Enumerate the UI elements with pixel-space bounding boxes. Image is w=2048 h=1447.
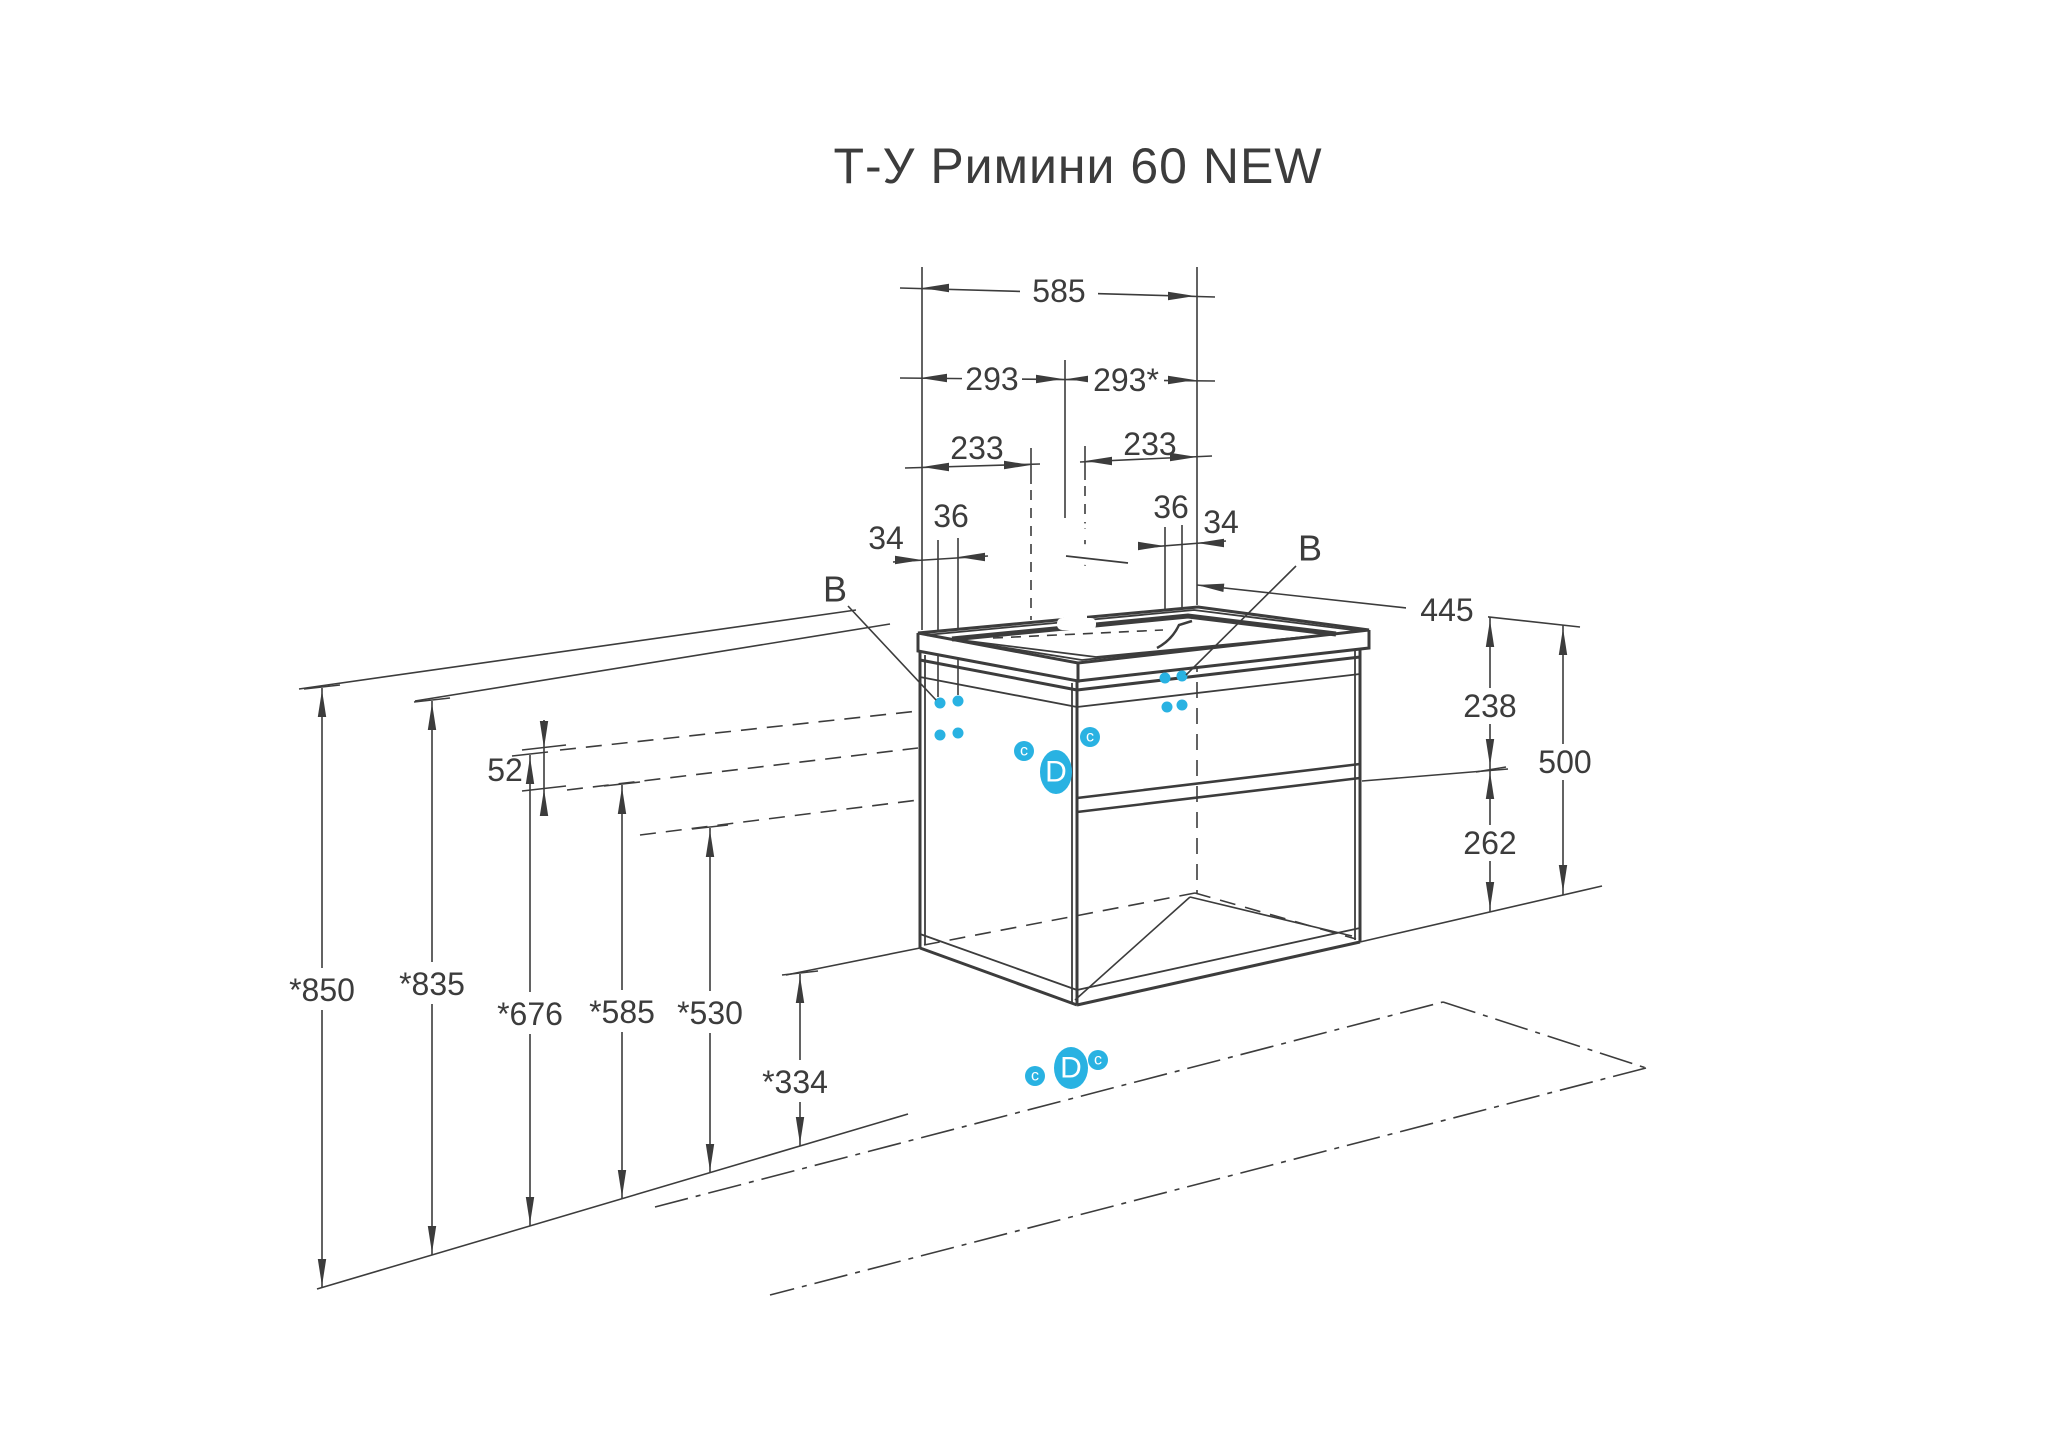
- dim-left-half: 293: [965, 361, 1018, 397]
- dim-right-to-center: 233: [1123, 426, 1176, 462]
- callout-leaders: [847, 565, 1297, 701]
- dim-bottom-drawer: 262: [1463, 825, 1516, 861]
- fastener-large-icon: D: [1045, 756, 1067, 789]
- fastener-small-icon: c: [1086, 729, 1094, 746]
- fastener-small-icon: c: [1031, 1068, 1039, 1085]
- wall-reference-lines: [298, 609, 891, 702]
- faucet-icon: [1057, 522, 1137, 630]
- dim-right-half: 293*: [1093, 362, 1159, 398]
- floor-line: [316, 1113, 909, 1290]
- dim-upper-holes-height: *676: [497, 996, 563, 1032]
- floor-projection-outline: [654, 1001, 1647, 1296]
- basin-back-rim: [951, 613, 1337, 642]
- fastener-small-icon: c: [1094, 1052, 1102, 1069]
- washbasin: [916, 605, 1371, 683]
- connection-symbols-floor: c D c: [1025, 1047, 1108, 1089]
- mounting-hole-dots: [934, 670, 1188, 741]
- dim-countertop-height: *850: [289, 972, 355, 1008]
- connection-symbols-cabinet: c D c: [1014, 727, 1100, 794]
- dim-total-height: 500: [1538, 744, 1591, 780]
- cabinet-bottom-extension: [785, 947, 921, 976]
- cabinet-outline: [918, 630, 1362, 1007]
- fastener-large-icon: D: [1060, 1052, 1082, 1085]
- dim-edge-offset-left: 34: [868, 520, 904, 556]
- dim-hole-pitch-left: 36: [933, 498, 969, 534]
- basin-overflow: [1156, 619, 1193, 650]
- dim-edge-offset-right: 34: [1203, 504, 1239, 540]
- dim-left-to-center: 233: [950, 430, 1003, 466]
- dim-divider-height: *530: [677, 995, 743, 1031]
- page-title: Т-У Римини 60 NEW: [833, 138, 1322, 194]
- text-masks: [266, 272, 1602, 1102]
- dim-top-drawer: 238: [1463, 688, 1516, 724]
- dim-cabinet-bottom-height: *334: [762, 1064, 828, 1100]
- dim-total-width: 585: [1032, 273, 1085, 309]
- extension-lines-top: [921, 267, 1198, 697]
- dim-lower-holes-height: *585: [589, 994, 655, 1030]
- dim-depth: 445: [1420, 592, 1473, 628]
- callout-wall-mount-right: B: [1298, 528, 1322, 569]
- fastener-small-icon: c: [1020, 743, 1028, 760]
- dim-cabinet-top-height: *835: [399, 966, 465, 1002]
- dim-hole-row-gap: 52: [487, 752, 523, 788]
- dim-hole-pitch-right: 36: [1153, 489, 1189, 525]
- callout-wall-mount-left: B: [823, 569, 847, 610]
- hole-row-reference-lines: [559, 710, 919, 836]
